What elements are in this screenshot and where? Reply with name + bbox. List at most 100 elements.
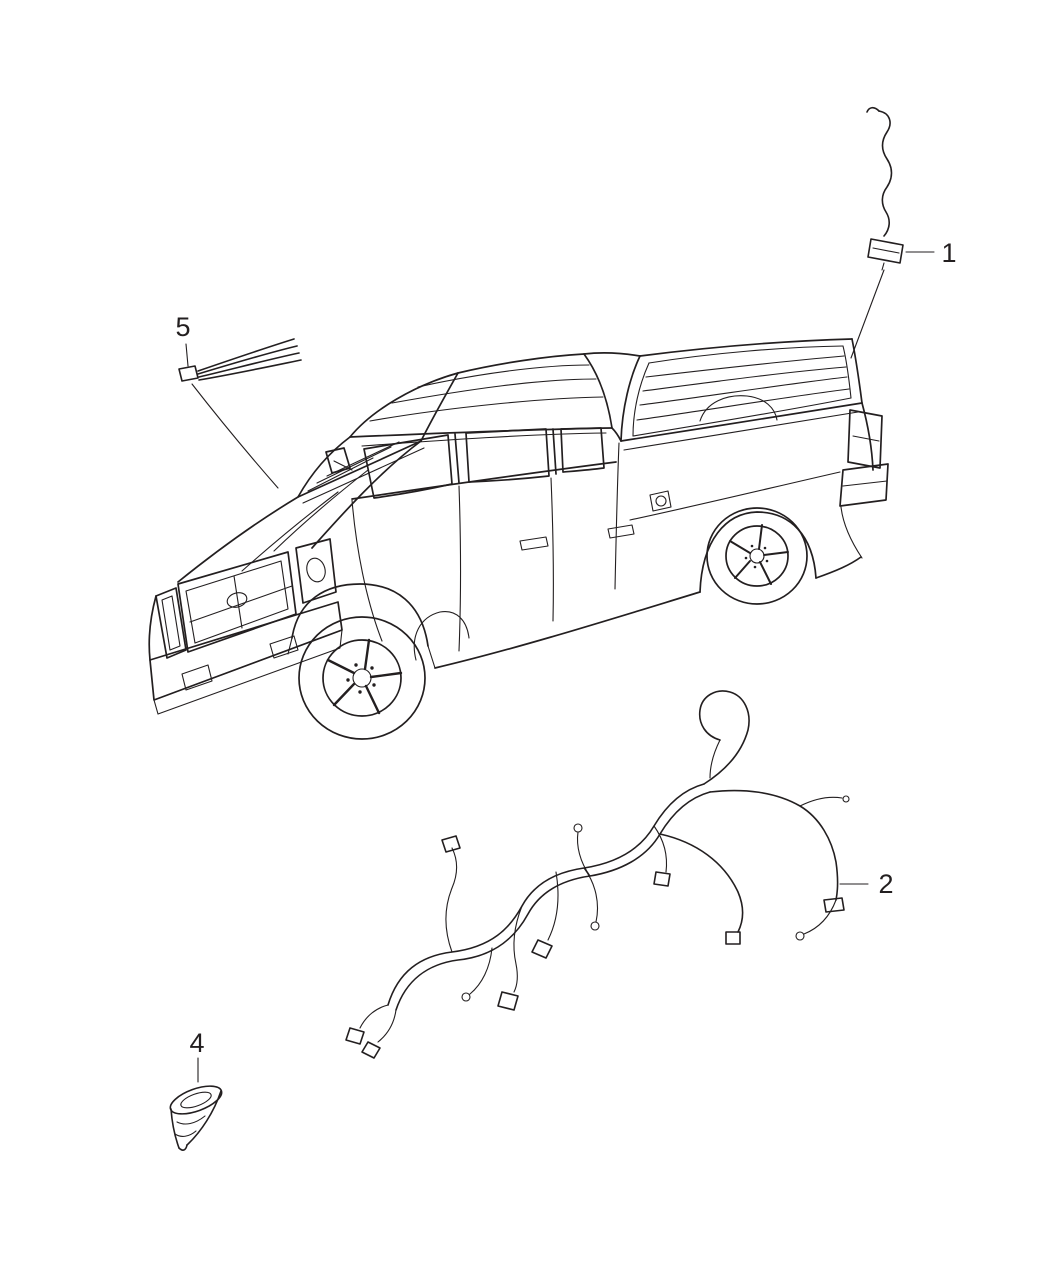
bed-inner-far [648, 345, 844, 364]
bed-floor-rib [645, 355, 845, 378]
rear-spoke [758, 524, 763, 550]
grommet-flange [169, 1085, 223, 1115]
leader-lines [191, 251, 935, 1083]
callout-label-5: 5 [175, 312, 190, 342]
front-door-glass [363, 434, 453, 499]
antenna-cable-wire [878, 110, 893, 237]
hood-far-edge [311, 440, 422, 549]
antenna-cable-part [866, 106, 904, 271]
wiper-streak [316, 446, 392, 484]
cab-back-near [611, 427, 622, 442]
harness-stub [799, 796, 843, 807]
callout-labels: 1 2 4 5 [175, 238, 956, 1058]
rear-door-glass [465, 428, 550, 483]
side-mirror [325, 447, 351, 474]
cowl-line [297, 440, 422, 498]
wire-set-part [178, 338, 302, 382]
front-spoke [332, 682, 356, 707]
rear-wheel-arch [699, 511, 817, 593]
antenna-cable-connector [867, 238, 904, 264]
pickup-truck-drawing [148, 338, 889, 740]
fog-lamp-near [181, 664, 213, 691]
grommet-flange-inner [180, 1091, 212, 1109]
fog-lamp-far [269, 635, 299, 659]
wiper-streak [307, 457, 374, 492]
harness-connector [531, 939, 553, 959]
front-bumper [149, 601, 343, 701]
rocker-line [434, 591, 701, 669]
harness-connector-round [590, 921, 600, 931]
harness-branch [359, 1004, 389, 1029]
front-door-front-seam [351, 499, 383, 642]
harness-branch [445, 847, 458, 953]
arch-rear-tie [427, 645, 436, 669]
grille-crosshair-vertical [233, 575, 243, 629]
harness-tail [803, 899, 837, 935]
harness-trunk [395, 791, 711, 1011]
front-rim [322, 639, 402, 717]
headlamp-near [155, 587, 187, 659]
harness-connector-round [842, 795, 850, 803]
wire-strand [198, 352, 300, 378]
front-hub [352, 668, 372, 688]
hood-crease [241, 491, 339, 572]
headlamp-near-inner [161, 595, 181, 651]
grommet-rib [174, 1130, 197, 1137]
lug-nut [372, 683, 376, 687]
lug-nut [753, 565, 757, 569]
roof-far-edge [457, 353, 585, 374]
callout-label-4: 4 [189, 1028, 204, 1058]
rear-spoke [759, 561, 772, 585]
c-pillar [552, 428, 557, 475]
harness-connector-round [795, 931, 805, 941]
front-corner-edge [148, 595, 157, 661]
leader-line-5-to-truck [191, 383, 279, 489]
grommet-tip [178, 1144, 188, 1151]
door-handle-front [519, 536, 549, 551]
harness-branch [576, 831, 591, 877]
cab-bed-seam [614, 442, 620, 590]
lug-nut [358, 690, 362, 694]
bed-inner-front [632, 362, 650, 437]
headlamp-far-lens [306, 557, 326, 583]
wire-strand [197, 345, 298, 375]
harness-connector [361, 1041, 381, 1059]
tailgate-top-edge [851, 338, 863, 404]
front-spoke [364, 684, 381, 715]
wire-strand [197, 338, 295, 372]
grommet-part [169, 1085, 223, 1151]
harness-connector [725, 931, 741, 945]
ram-badge [226, 592, 248, 608]
roof-rib [417, 364, 590, 388]
bed-floor-rib [636, 388, 850, 421]
wheel-hump [699, 395, 778, 422]
grille-outer [177, 551, 297, 653]
antenna-connector-detail [872, 247, 900, 254]
harness-branch [469, 947, 493, 995]
bed-floor-rib [642, 366, 847, 392]
front-wheel-arch [291, 583, 429, 647]
lug-nut [765, 559, 769, 563]
harness-connector [497, 991, 519, 1011]
harness-connector [441, 835, 461, 853]
grommet-body-side [170, 1108, 180, 1149]
harness-connector [653, 871, 671, 887]
roof-rib [369, 396, 604, 422]
bed-side-crease [629, 471, 841, 521]
lug-nut [744, 556, 748, 560]
rear-spoke [734, 560, 751, 579]
grommet-rib [176, 1115, 206, 1125]
bed-front-edge [620, 355, 641, 442]
wire-strand [198, 359, 302, 381]
antenna-connector-nub [881, 262, 885, 271]
harness-trunk [387, 783, 705, 1006]
harness-branch [547, 871, 559, 941]
rear-spoke [763, 551, 789, 556]
harness-branch [653, 825, 668, 873]
wire-set-stub [185, 343, 189, 367]
harness-loop [698, 690, 750, 785]
rear-corner-edge [861, 402, 874, 471]
beltline [351, 461, 617, 500]
roof-rib [391, 378, 597, 404]
